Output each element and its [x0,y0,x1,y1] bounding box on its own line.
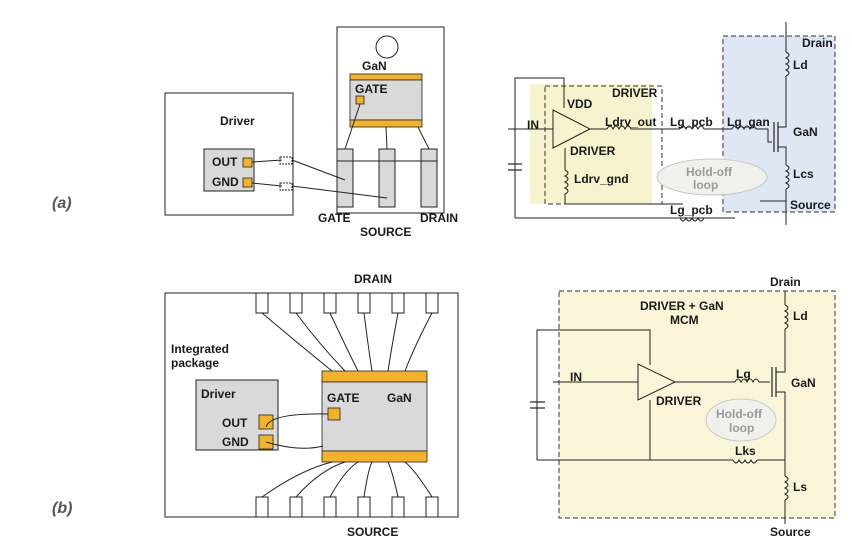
b-driver-label: Driver [201,387,236,401]
a-gan-label: GaN [362,59,387,73]
b-lg-inductor [734,378,760,384]
b-holdoff-loop [705,398,777,442]
b-holdoff-text-1: Hold-off [716,407,763,421]
b-ld-inductor [783,304,789,330]
a-ldrv-out-label: Ldrv_out [605,115,656,129]
a-gan-die [349,79,423,121]
a-in-label: IN [527,118,539,132]
b-gate-pad [327,407,341,421]
b-top-pin [425,292,439,314]
b-holdoff-text-2: loop [729,421,754,435]
b-gan-label: GaN [387,391,412,405]
b-lks-inductor [732,458,758,464]
b-package-drawing: DRAIN GATE GaN [164,272,459,539]
b-bottom-pin [323,496,337,518]
a-lg-pcb-bottom-inductor [679,216,705,222]
a-lg-pcb-bottom-label: Lg_pcb [670,203,713,217]
a-lg-gan-label: Lg_gan [727,115,770,129]
b-gan-bottom-bar [321,450,428,463]
a-lg-pcb-label: Lg_pcb [670,115,713,129]
b-mcm-label-1: DRIVER + GaN [640,299,724,313]
a-out-label: OUT [212,155,238,169]
b-out-label: OUT [222,416,248,430]
a-driver-region [530,84,652,204]
a-drain-lead [420,148,438,208]
a-package-drawing: Driver OUT GND GaN GATE GATE SOURCE [164,26,458,239]
b-lg-label: Lg [736,367,751,381]
b-ls-inductor [783,475,789,501]
b-mcm-region [558,290,836,519]
a-holdoff-text-1: Hold-off [686,165,733,179]
b-gan-top-bar [321,370,428,383]
b-out-pad [258,414,274,430]
b-top-pin [323,292,337,314]
b-top-pin [391,292,405,314]
a-gan-top-bar [349,73,423,81]
b-bottom-pin [289,496,303,518]
b-integrated-label-1: Integrated [171,342,229,356]
a-schematic: DRIVER VDD IN DRIVER Ldrv_out Lg_pcb Lg_… [508,22,836,225]
a-ld-inductor [784,51,790,77]
a-driver-label: Driver [220,114,255,128]
b-lks-label: Lks [735,444,756,458]
a-mounting-hole [375,35,399,59]
a-out-pad [242,157,253,168]
a-lcs-inductor [784,164,790,190]
a-source-lead [378,148,396,208]
b-in-label: IN [570,370,582,384]
a-ldrv-gnd-inductor [563,169,569,195]
a-gnd-pad [242,177,253,188]
a-gate-pin-label: GATE [318,211,350,225]
b-source-label: Source [770,525,811,539]
a-drain-pin-label: DRAIN [420,211,458,225]
b-bottom-pin [391,496,405,518]
b-gate-label: GATE [327,391,359,405]
a-ldrv-gnd-label: Ldrv_gnd [574,172,629,186]
b-source-label: SOURCE [347,525,398,539]
a-source-pin-label: SOURCE [360,225,411,239]
b-top-pin [357,292,371,314]
a-driver-label: DRIVER [570,144,616,158]
a-gan-bottom-bar [349,119,423,128]
a-source-label: Source [790,198,831,212]
b-ls-label: Ls [793,480,807,494]
a-vdd-label: VDD [567,97,593,111]
b-top-pin [255,292,269,314]
a-holdoff-loop [656,158,768,196]
a-driver-box-label: DRIVER [612,86,658,100]
b-bottom-pin [357,496,371,518]
a-gan-label: GaN [793,125,818,139]
b-bottom-pin [425,496,439,518]
a-gate-pad-label: GATE [355,82,387,96]
b-driver-amplifier [637,363,677,401]
b-integrated-label-2: package [171,356,219,370]
panel-label-b: (b) [52,500,72,517]
a-gnd-connector [279,182,293,191]
a-ldrv-out-inductor [606,125,632,131]
a-drain-label: Drain [802,36,833,50]
b-mcm-label-2: MCM [670,313,699,327]
b-gnd-label: GND [222,435,249,449]
b-schematic: DRIVER + GaN MCM IN DRIVER Lg GaN Drain … [530,275,836,539]
a-gate-pad [355,95,365,105]
b-top-pin [289,292,303,314]
a-driver-amplifier [552,109,592,149]
b-gan-label: GaN [791,376,816,390]
b-bottom-pin [255,496,269,518]
a-driver-box [544,85,663,205]
b-ld-label: Ld [793,309,808,323]
b-drain-label: Drain [770,275,801,289]
b-driver-label: DRIVER [656,394,702,408]
a-holdoff-text-2: loop [693,178,718,192]
b-drain-label: DRAIN [354,272,392,286]
a-lcs-label: Lcs [793,167,814,181]
panel-label-a: (a) [52,195,72,212]
a-ld-label: Ld [793,58,808,72]
a-lg-pcb-inductor [679,125,705,131]
a-lg-gan-inductor [731,125,757,131]
a-gnd-label: GND [212,175,239,189]
